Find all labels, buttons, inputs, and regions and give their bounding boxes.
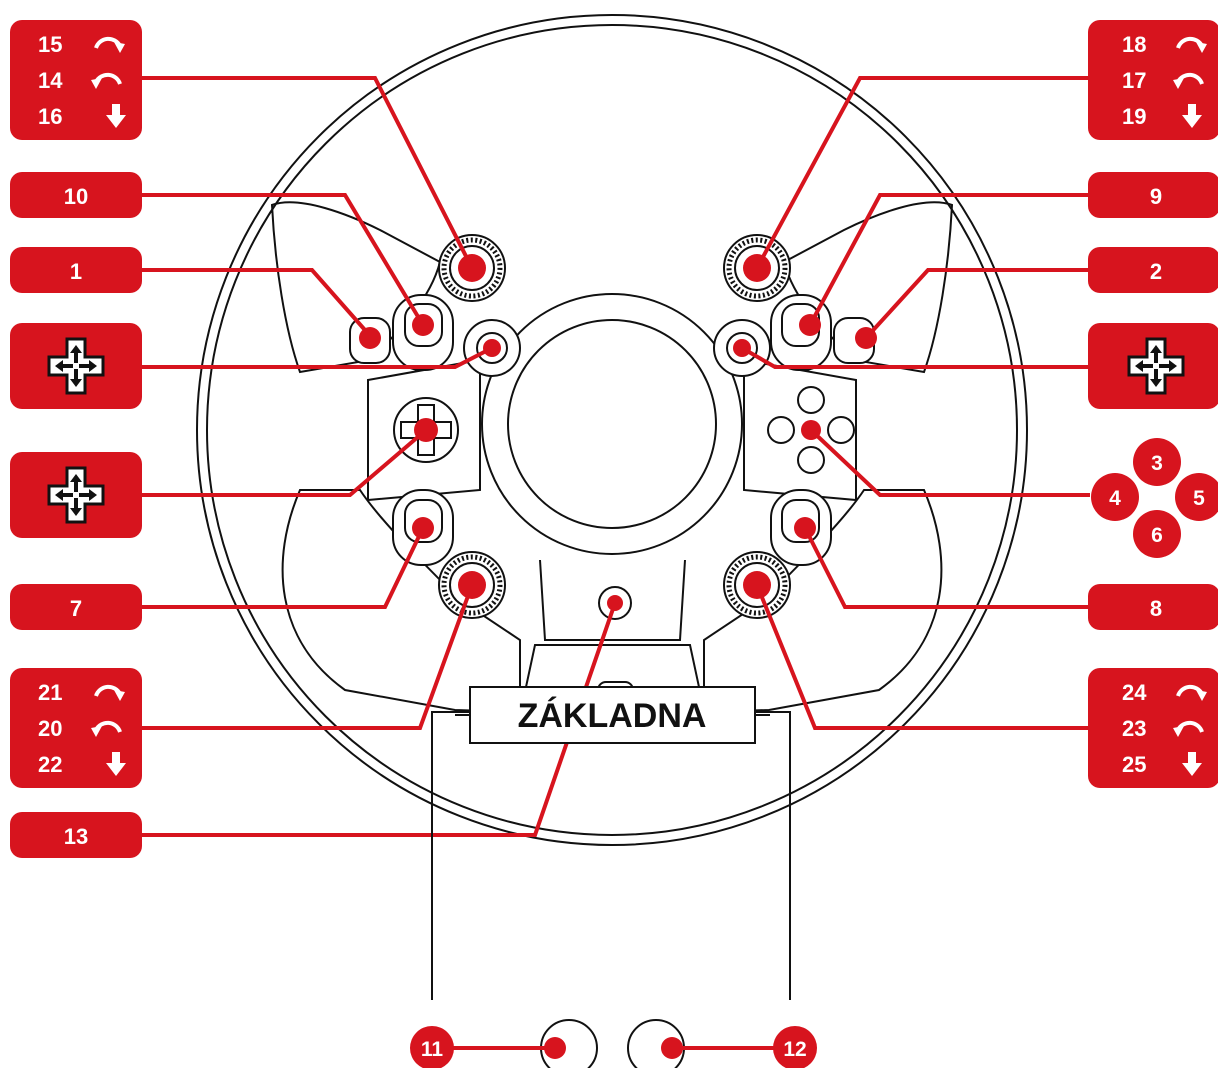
line-10 — [140, 193, 425, 327]
encoder-top-left-ccw: 14 — [38, 68, 63, 93]
encoder-top-left-callout: 15 14 16 — [10, 20, 142, 140]
svg-text:13: 13 — [64, 824, 88, 849]
line-left-thumbstick — [140, 346, 493, 369]
left-cross-dpad-callout — [10, 452, 142, 538]
lower-right-grip — [703, 489, 943, 714]
label-12: 12 — [783, 1038, 806, 1061]
face-button-bottom — [797, 446, 825, 474]
wheel-body — [196, 14, 1028, 846]
encoder-top-left-cw: 15 — [38, 32, 62, 57]
encoder-bottom-right-callout: 24 23 25 — [1088, 668, 1218, 788]
line-13 — [140, 602, 617, 837]
label-8: 8 — [1088, 584, 1218, 630]
left-thumbstick-dpad-callout — [10, 323, 142, 409]
callout-dots — [359, 254, 877, 611]
face-label-5: 5 — [1193, 487, 1205, 510]
line-9 — [808, 193, 1090, 326]
base-title: ZÁKLADNA — [518, 697, 707, 735]
face-button-left — [767, 416, 795, 444]
label-1: 1 — [10, 247, 142, 293]
line-encoder-bottom-left — [140, 584, 474, 730]
svg-text:10: 10 — [64, 184, 88, 209]
encoder-bottom-left-callout: 21 20 22 — [10, 668, 142, 788]
face-button-right — [827, 416, 855, 444]
line-face-buttons — [809, 428, 1090, 497]
line-encoder-top-right — [755, 76, 1090, 269]
wheel-rim-outer — [196, 14, 1028, 846]
svg-text:7: 7 — [70, 596, 82, 621]
base-section: ZÁKLADNA 11 12 — [410, 686, 817, 1068]
label-11: 11 — [421, 1038, 444, 1061]
center-button-13 — [598, 586, 632, 620]
face-button-top — [797, 386, 825, 414]
encoder-bottom-right-ccw: 23 — [1122, 716, 1146, 741]
encoder-bottom-left-push: 22 — [38, 752, 62, 777]
line-1 — [140, 268, 374, 340]
face-label-6: 6 — [1151, 524, 1163, 547]
encoder-top-right-callout: 18 17 19 — [1088, 20, 1218, 140]
svg-text:8: 8 — [1150, 596, 1162, 621]
line-8 — [803, 527, 1090, 609]
svg-text:1: 1 — [70, 259, 82, 284]
label-11-badge — [410, 1026, 454, 1068]
right-thumbstick-dpad-callout — [1088, 323, 1218, 409]
label-9: 9 — [1088, 172, 1218, 218]
svg-text:9: 9 — [1150, 184, 1162, 209]
lower-left-grip — [281, 489, 521, 714]
encoder-top-left-push: 16 — [38, 104, 62, 129]
wheel-rim-inner — [206, 24, 1018, 836]
encoder-top-right-ccw: 17 — [1122, 68, 1146, 93]
bottom-spoke — [539, 559, 686, 641]
label-12-badge — [773, 1026, 817, 1068]
rotary-encoders — [439, 235, 790, 618]
line-2 — [864, 268, 1090, 340]
face-label-3: 3 — [1151, 452, 1163, 475]
encoder-bottom-left-cw: 21 — [38, 680, 62, 705]
label-7: 7 — [10, 584, 142, 630]
face-label-4: 4 — [1109, 487, 1121, 510]
encoder-bottom-left-ccw: 20 — [38, 716, 62, 741]
encoder-top-right-push: 19 — [1122, 104, 1146, 129]
line-encoder-bottom-right — [755, 584, 1090, 730]
hub-ring — [481, 293, 743, 555]
line-right-thumbstick — [741, 346, 1090, 369]
line-encoder-top-left — [140, 76, 474, 269]
label-13: 13 — [10, 812, 142, 858]
face-buttons-legend: 3 4 5 6 — [1091, 438, 1218, 558]
line-left-cross — [140, 428, 428, 497]
callout-lines — [140, 76, 1090, 837]
line-7 — [140, 527, 425, 609]
label-2: 2 — [1088, 247, 1218, 293]
encoder-bottom-right-cw: 24 — [1122, 680, 1147, 705]
svg-text:2: 2 — [1150, 259, 1162, 284]
label-10: 10 — [10, 172, 142, 218]
base-title-box — [469, 686, 756, 744]
encoder-top-right-cw: 18 — [1122, 32, 1146, 57]
encoder-bottom-right-push: 25 — [1122, 752, 1146, 777]
hub-center — [507, 319, 717, 529]
